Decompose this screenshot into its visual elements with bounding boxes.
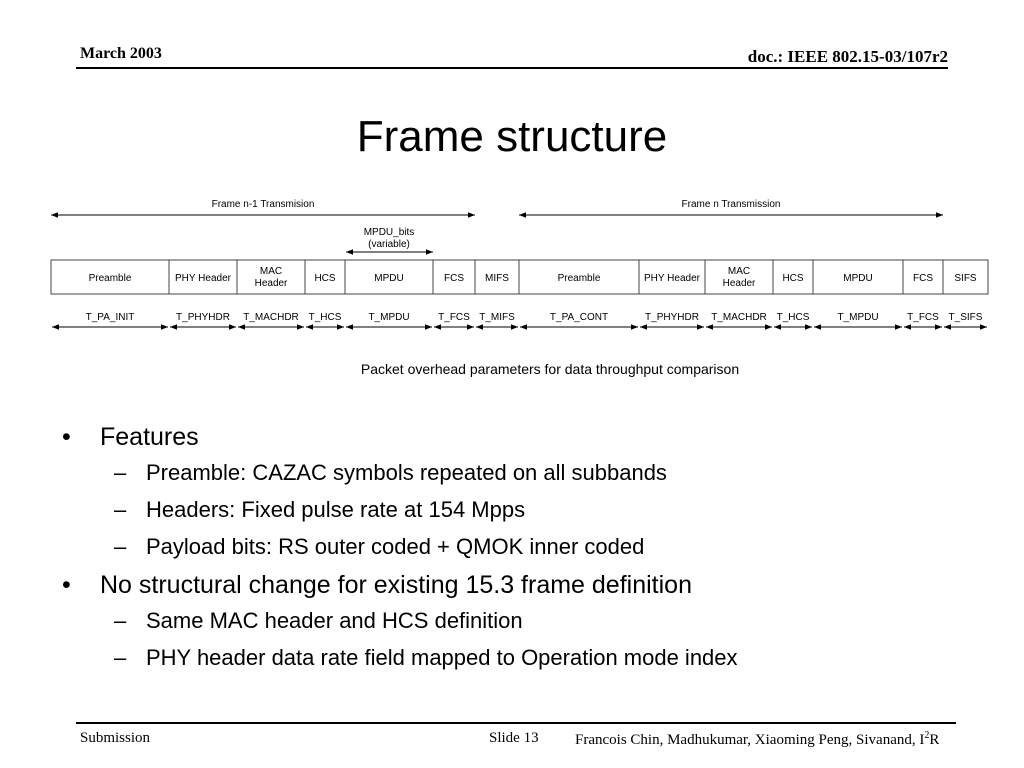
field-5-label: FCS [444, 273, 464, 284]
sub-bullet-marker: – [114, 608, 127, 633]
timing-label-3: T_HCS [309, 312, 342, 323]
footer-submission: Submission [80, 730, 151, 746]
span-label-0: Frame n-1 Transmision [212, 199, 315, 210]
field-1-label: PHY Header [175, 273, 232, 284]
timing-label-11: T_MPDU [837, 312, 878, 323]
timing-label-4: T_MPDU [368, 312, 409, 323]
field-12-label: FCS [913, 273, 933, 284]
slide-title: Frame structure [356, 112, 668, 161]
sub-bullet-marker: – [114, 497, 127, 522]
timing-label-10: T_HCS [777, 312, 810, 323]
field-8-label: PHY Header [644, 273, 701, 284]
timing-label-12: T_FCS [907, 312, 939, 323]
field-6-label: MIFS [485, 273, 509, 284]
sub-bullet-text: Same MAC header and HCS definition [146, 608, 523, 633]
frame-structure-diagram: Frame n-1 Transmision Frame n Transmissio… [50, 199, 989, 330]
field-11-label: MPDU [843, 273, 872, 284]
timing-label-5: T_FCS [438, 312, 470, 323]
bullet-item: • Features [60, 422, 960, 452]
sub-bullet-item: –PHY header data rate field mapped to Op… [60, 644, 960, 672]
timing-label-13: T_SIFS [949, 312, 983, 323]
sub-bullet-marker: – [114, 460, 127, 485]
diagram-caption: Packet overhead parameters for data thro… [360, 361, 740, 377]
bullet-list: •Features–Preamble: CAZAC symbols repeat… [60, 422, 960, 681]
footer-authors: Francois Chin, Madhukumar, Xiaoming Peng… [575, 730, 939, 749]
sub-bullet-item: –Payload bits: RS outer coded + QMOK inn… [60, 533, 960, 561]
bullet-text: No structural change for existing 15.3 f… [100, 571, 692, 599]
footer-slide-number: Slide 13 [489, 730, 539, 746]
header-rule [76, 67, 948, 69]
header-doc-id: doc.: IEEE 802.15-03/107r2 [747, 47, 948, 66]
footer-authors-text: Francois Chin, Madhukumar, Xiaoming Peng… [575, 732, 925, 748]
field-0-label: Preamble [89, 273, 132, 284]
sub-bullet-text: Payload bits: RS outer coded + QMOK inne… [146, 534, 645, 559]
span-label-1: Frame n Transmission [682, 199, 781, 210]
timing-label-9: T_MACHDR [711, 312, 767, 323]
header-date: March 2003 [80, 45, 162, 62]
bullet-marker: • [62, 571, 71, 599]
footer-rule [76, 722, 956, 724]
mpdu-variable-label: (variable) [368, 239, 410, 250]
mpdu-bits-label: MPDU_bits [364, 227, 415, 238]
timing-label-6: T_MIFS [479, 312, 515, 323]
sub-bullet-marker: – [114, 645, 127, 670]
sub-bullet-text: Headers: Fixed pulse rate at 154 Mpps [146, 497, 526, 522]
field-10-label: HCS [782, 273, 803, 284]
bullet-text: Features [100, 423, 199, 451]
sub-bullet-text: PHY header data rate field mapped to Ope… [146, 645, 738, 670]
field-9-label: Header [723, 278, 756, 289]
field-3-label: HCS [314, 273, 335, 284]
bullet-marker: • [62, 423, 71, 451]
field-9-label: MAC [728, 266, 750, 277]
footer-authors-sup: 2 [924, 730, 930, 741]
footer-authors-end: R [929, 732, 940, 748]
timing-label-8: T_PHYHDR [645, 312, 699, 323]
bullet-item: • No structural change for existing 15.3 … [60, 570, 960, 600]
sub-bullet-text: Preamble: CAZAC symbols repeated on all … [146, 460, 667, 485]
sub-bullet-item: –Preamble: CAZAC symbols repeated on all… [60, 459, 960, 487]
timing-label-7: T_PA_CONT [550, 312, 608, 323]
sub-bullet-item: –Same MAC header and HCS definition [60, 607, 960, 635]
sub-bullet-item: –Headers: Fixed pulse rate at 154 Mpps [60, 496, 960, 524]
sub-bullet-marker: – [114, 534, 127, 559]
field-13-label: SIFS [954, 273, 977, 284]
field-4-label: MPDU [374, 273, 403, 284]
field-7-label: Preamble [558, 273, 601, 284]
timing-label-2: T_MACHDR [243, 312, 299, 323]
field-2-label: MAC [260, 266, 282, 277]
field-2-label: Header [255, 278, 288, 289]
timing-label-1: T_PHYHDR [176, 312, 230, 323]
timing-label-0: T_PA_INIT [86, 312, 135, 323]
